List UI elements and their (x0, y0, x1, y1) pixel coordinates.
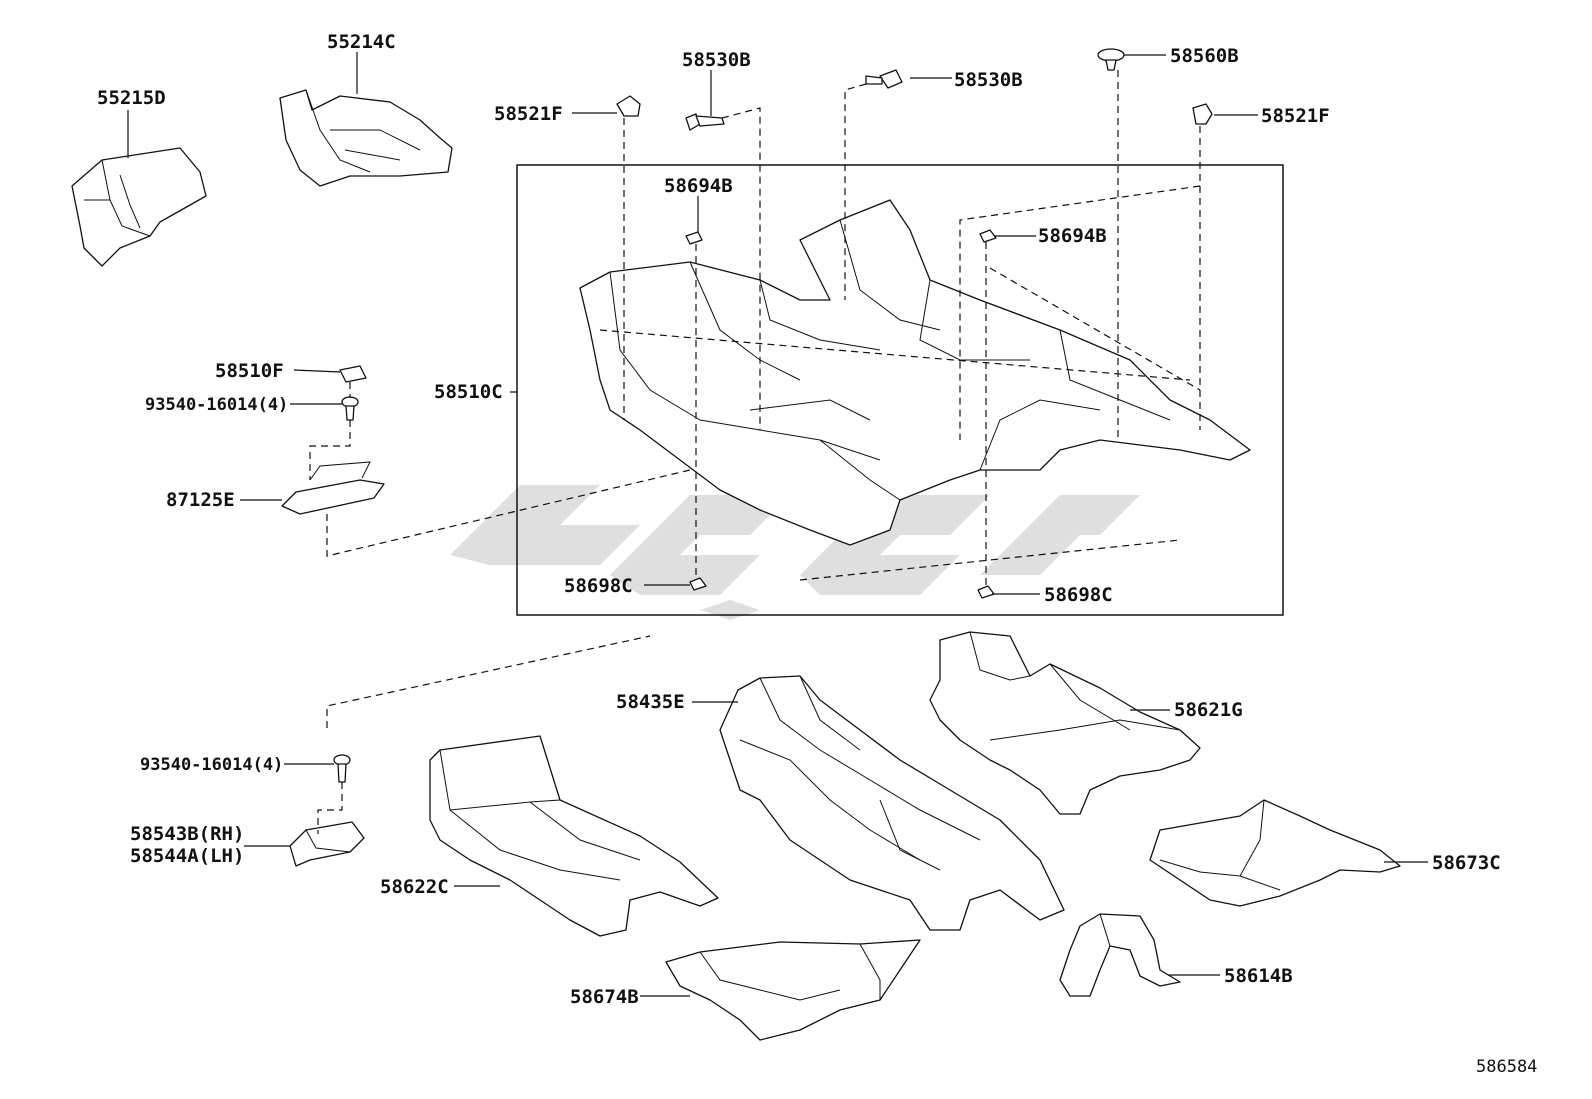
label-58694B-right: 58694B (1038, 225, 1107, 247)
grommet-58694B-right (979, 229, 997, 243)
label-58510C: 58510C (434, 381, 503, 403)
label-58621G: 58621G (1174, 699, 1243, 721)
label-58521F-left: 58521F (494, 103, 563, 125)
label-58530B-left: 58530B (682, 49, 751, 71)
screw-93540-lower (333, 754, 351, 783)
label-55215D: 55215D (97, 87, 166, 109)
label-58435E: 58435E (616, 691, 685, 713)
label-58614B: 58614B (1224, 965, 1293, 987)
screw-93540-upper (341, 396, 359, 421)
label-58560B: 58560B (1170, 45, 1239, 67)
tunnel-58435E-shape (719, 675, 1065, 931)
screw-58530B-right (865, 69, 903, 89)
grommet-58698C-left (689, 577, 707, 591)
label-58510F: 58510F (215, 360, 284, 382)
label-58544A: 58544A(LH) (130, 845, 244, 867)
label-93540-upper: 93540-16014(4) (145, 395, 288, 415)
mat-58673C-shape (1149, 799, 1401, 907)
carpet-58510C-shape (579, 199, 1251, 546)
label-87125E: 87125E (166, 489, 235, 511)
label-58698C-left: 58698C (564, 575, 633, 597)
cap-58510F (339, 365, 367, 383)
dashed-assembly-lines (309, 70, 1201, 834)
assembly-box (516, 164, 1284, 616)
bracket-58543B-58544A-shape (289, 821, 365, 867)
label-58673C: 58673C (1432, 852, 1501, 874)
label-58530B-right: 58530B (954, 69, 1023, 91)
carpet-58621G-shape (929, 631, 1201, 815)
part-labels: 55215D 55214C 58530B 58530B 58560B 58521… (97, 31, 1537, 1077)
screw-58530B-left (685, 113, 725, 131)
watermark-logo (450, 485, 1140, 620)
label-58698C-right: 58698C (1044, 584, 1113, 606)
label-58543B: 58543B(RH) (130, 823, 244, 845)
clip-58521F-left (616, 95, 641, 117)
label-93540-lower: 93540-16014(4) (140, 755, 283, 775)
label-58622C: 58622C (380, 876, 449, 898)
plug-58560B (1097, 48, 1125, 71)
label-58674B: 58674B (570, 986, 639, 1008)
clip-58521F-right (1192, 103, 1213, 125)
part-55215D-shape (71, 147, 207, 267)
grommet-58698C-right (977, 585, 995, 599)
leader-lines (127, 52, 1428, 997)
label-58521F-right: 58521F (1261, 105, 1330, 127)
label-55214C: 55214C (327, 31, 396, 53)
diagram-number: 586584 (1476, 1057, 1537, 1077)
bracket-58614B-shape (1059, 913, 1181, 997)
part-55214C-shape (279, 89, 453, 187)
mat-58674B-shape (665, 939, 921, 1041)
grommet-58694B-left (685, 231, 703, 245)
mat-58622C-shape (429, 735, 719, 937)
label-58694B-left: 58694B (664, 175, 733, 197)
plate-87125E-shape (281, 461, 385, 515)
